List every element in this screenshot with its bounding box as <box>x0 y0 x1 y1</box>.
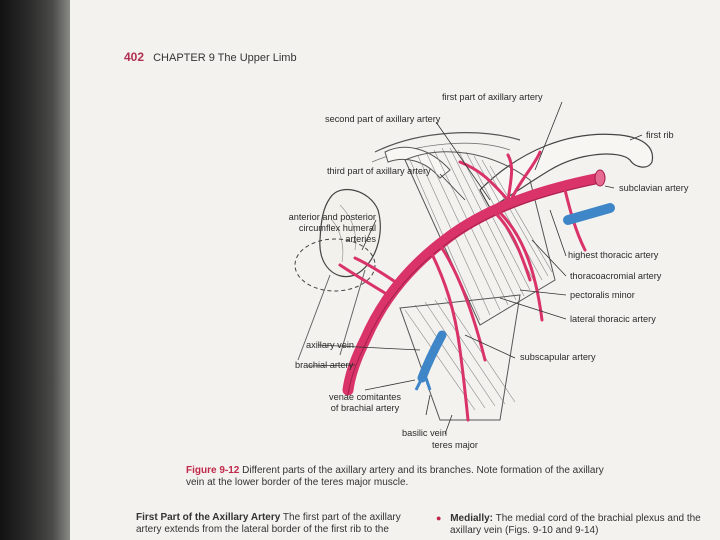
book-spine-shadow <box>0 0 70 540</box>
label-teres-major: teres major <box>432 440 478 450</box>
page-number: 402 <box>124 50 145 64</box>
medially-heading: Medially: <box>450 513 494 524</box>
label-first-rib: first rib <box>646 130 674 140</box>
figure-label: Figure 9-12 <box>186 465 240 476</box>
label-highest-thoracic: highest thoracic artery <box>568 250 659 260</box>
axillary-vein <box>417 330 447 383</box>
bullet-icon: ● <box>436 513 442 523</box>
label-first-part: first part of axillary artery <box>442 92 543 102</box>
axillary-artery <box>342 172 606 396</box>
label-lateral-thoracic: lateral thoracic artery <box>570 314 656 324</box>
humerus-shaft <box>297 269 366 361</box>
body-column-right: ● Medially: The medial cord of the brach… <box>436 512 720 537</box>
caption-line1: Different parts of the axillary artery a… <box>242 465 604 476</box>
label-subscapular: subscapular artery <box>520 352 596 362</box>
venae-comitantes <box>414 377 432 391</box>
label-thoracoacromial: thoracoacromial artery <box>570 271 662 281</box>
label-brachial-artery: brachial artery <box>295 360 354 370</box>
leader-lines <box>307 101 643 435</box>
body-right-line2: axillary vein (Figs. 9-10 and 9-14) <box>450 525 599 536</box>
caption-line2: vein at the lower border of the teres ma… <box>186 477 409 488</box>
figure-caption: Figure 9-12 Different parts of the axill… <box>186 465 706 489</box>
label-basilic-vein: basilic vein <box>402 428 447 438</box>
subclavian-vein <box>563 203 615 225</box>
anatomy-illustration <box>294 101 654 435</box>
clavicle-outline <box>374 132 521 153</box>
label-second-part: second part of axillary artery <box>325 114 441 124</box>
body-left-line1: The first part of the axillary <box>282 512 401 523</box>
coracoid-process <box>384 146 451 179</box>
label-venae-comitantes: venae comitantes of brachial artery <box>328 392 401 413</box>
first-rib <box>479 133 654 209</box>
page-header: 402 CHAPTER 9 The Upper Limb <box>124 50 297 64</box>
textbook-page: 402 CHAPTER 9 The Upper Limb <box>70 0 720 540</box>
chapter-title: CHAPTER 9 The Upper Limb <box>153 52 297 64</box>
body-right-line1: The medial cord of the brachial plexus a… <box>495 513 701 524</box>
body-column-left: First Part of the Axillary Artery The fi… <box>136 512 426 536</box>
label-axillary-vein: axillary vein <box>306 340 354 350</box>
label-pectoralis-minor: pectoralis minor <box>570 290 635 300</box>
body-left-line2: artery extends from the lateral border o… <box>136 524 389 535</box>
label-third-part: third part of axillary artery <box>327 166 431 176</box>
label-subclavian: subclavian artery <box>619 183 689 193</box>
label-circumflex: anterior and posterior circumflex humera… <box>288 212 376 244</box>
figure-axillary-artery: first part of axillary artery second par… <box>190 90 720 450</box>
section-heading: First Part of the Axillary Artery <box>136 512 281 523</box>
